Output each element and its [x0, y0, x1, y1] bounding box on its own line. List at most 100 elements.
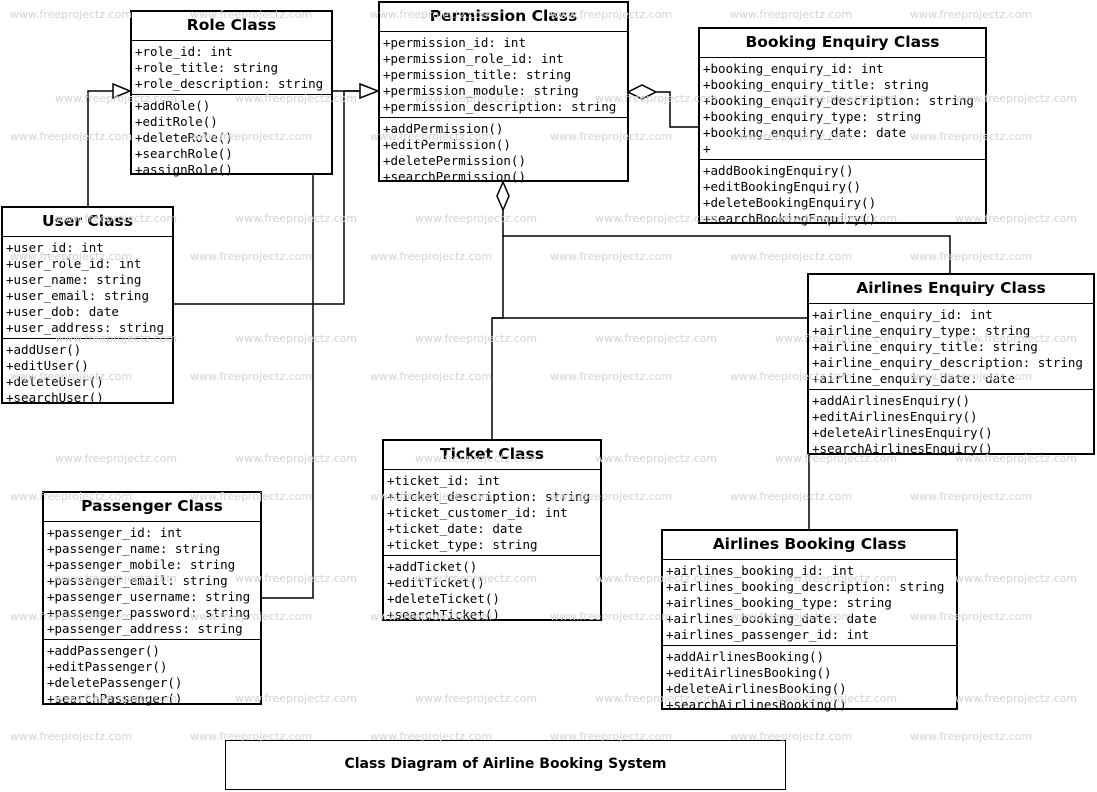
role-class-title: Role Class: [132, 12, 331, 41]
passenger-class[interactable]: Passenger Class +passenger_id: int+passe…: [42, 491, 262, 706]
class-attribute: +ticket_description: string: [387, 489, 591, 504]
class-method: +addAirlinesBooking(): [666, 649, 825, 664]
class-attribute: +passenger_address: string: [47, 621, 243, 636]
passenger-class-title: Passenger Class: [44, 493, 260, 522]
class-attribute: +passenger_name: string: [47, 541, 221, 556]
role-class[interactable]: Role Class +role_id: int+role_title: str…: [130, 10, 333, 177]
class-method: +searchUser(): [6, 390, 104, 405]
airlines-booking-class-attributes: +airlines_booking_id: int+airlines_booki…: [663, 560, 956, 645]
class-attribute: +user_email: string: [6, 288, 149, 303]
class-attribute: +permission_title: string: [383, 67, 572, 82]
class-attribute: +booking_enquiry_description: string: [703, 93, 974, 108]
class-method: +editTicket(): [387, 575, 485, 590]
role-class-methods: +addRole()+editRole()+deleteRole()+searc…: [132, 94, 331, 180]
airlines-booking-class[interactable]: Airlines Booking Class +airlines_booking…: [661, 529, 958, 712]
booking-enquiry-class[interactable]: Booking Enquiry Class +booking_enquiry_i…: [698, 27, 987, 226]
connector-booking-enquiry-permission: [656, 91, 698, 128]
user-class-methods: +addUser()+editUser()+deleteUser()+searc…: [3, 338, 172, 408]
class-method: +editUser(): [6, 358, 89, 373]
class-attribute: +user_dob: date: [6, 304, 119, 319]
class-method: +editAirlinesBooking(): [666, 665, 832, 680]
class-attribute: +user_role_id: int: [6, 256, 142, 271]
class-method: +deletePassenger(): [47, 675, 183, 690]
class-attribute: +booking_enquiry_title: string: [703, 77, 929, 92]
class-attribute: +ticket_id: int: [387, 473, 500, 488]
class-method: +searchRole(): [135, 146, 233, 161]
class-attribute: +user_name: string: [6, 272, 142, 287]
class-attribute: +booking_enquiry_id: int: [703, 61, 884, 76]
permission-class-methods: +addPermission()+editPermission()+delete…: [380, 117, 627, 187]
class-attribute: +booking_enquiry_date: date: [703, 125, 907, 140]
class-attribute: +passenger_mobile: string: [47, 557, 236, 572]
class-method: +assignRole(): [135, 162, 233, 177]
airlines-booking-class-methods: +addAirlinesBooking()+editAirlinesBookin…: [663, 645, 956, 715]
hollow-triangle-arrowhead: [359, 82, 381, 100]
booking-enquiry-class-title: Booking Enquiry Class: [700, 29, 985, 58]
class-method: +deleteRole(): [135, 130, 233, 145]
class-method: +editAirlinesEnquiry(): [812, 409, 978, 424]
class-attribute: +airlines_booking_date: date: [666, 611, 877, 626]
airlines-enquiry-class[interactable]: Airlines Enquiry Class +airline_enquiry_…: [807, 273, 1095, 456]
class-method: +editPassenger(): [47, 659, 168, 674]
class-attribute: +role_title: string: [135, 60, 278, 75]
booking-enquiry-class-methods: +addBookingEnquiry()+editBookingEnquiry(…: [700, 159, 985, 229]
class-attribute: +permission_module: string: [383, 83, 579, 98]
class-attribute: +permission_description: string: [383, 99, 617, 114]
class-method: +deleteAirlinesBooking(): [666, 681, 847, 696]
class-method: +editPermission(): [383, 137, 511, 152]
user-class-attributes: +user_id: int+user_role_id: int+user_nam…: [3, 237, 172, 338]
booking-enquiry-class-attributes: +booking_enquiry_id: int+booking_enquiry…: [700, 58, 985, 159]
connector-passenger-permission: [262, 90, 360, 599]
class-attribute: +user_id: int: [6, 240, 104, 255]
ticket-class-methods: +addTicket()+editTicket()+deleteTicket()…: [384, 555, 600, 625]
class-method: +searchTicket(): [387, 607, 500, 622]
passenger-class-methods: +addPassenger()+editPassenger()+deletePa…: [44, 639, 260, 709]
class-method: +searchPermission(): [383, 169, 526, 184]
class-attribute: +airlines_booking_type: string: [666, 595, 892, 610]
class-method: +editRole(): [135, 114, 218, 129]
class-attribute: +role_id: int: [135, 44, 233, 59]
class-method: +searchAirlinesBooking(): [666, 697, 847, 712]
ticket-class-title: Ticket Class: [384, 441, 600, 470]
class-attribute: +airlines_booking_id: int: [666, 563, 855, 578]
connector-airlines-enquiry-permission: [502, 210, 951, 274]
class-attribute: +role_description: string: [135, 76, 324, 91]
class-attribute: +airline_enquiry_description: string: [812, 355, 1083, 370]
permission-class[interactable]: Permission Class +permission_id: int+per…: [378, 1, 629, 184]
class-attribute: +permission_id: int: [383, 35, 526, 50]
diagram-caption: Class Diagram of Airline Booking System: [225, 740, 786, 790]
class-attribute: +booking_enquiry_type: string: [703, 109, 922, 124]
permission-class-title: Permission Class: [380, 3, 627, 32]
hollow-triangle-arrowhead: [112, 82, 132, 100]
user-class[interactable]: User Class +user_id: int+user_role_id: i…: [1, 206, 174, 405]
class-attribute: +airlines_passenger_id: int: [666, 627, 870, 642]
class-method: +addTicket(): [387, 559, 478, 574]
class-attribute: +permission_role_id: int: [383, 51, 564, 66]
class-attribute: +passenger_username: string: [47, 589, 251, 604]
connector-user-role: [87, 90, 113, 208]
class-method: +deleteTicket(): [387, 591, 500, 606]
class-method: +deleteUser(): [6, 374, 104, 389]
class-method: +searchBookingEnquiry(): [703, 211, 877, 226]
airlines-enquiry-class-methods: +addAirlinesEnquiry()+editAirlinesEnquir…: [809, 389, 1093, 459]
ticket-class[interactable]: Ticket Class +ticket_id: int+ticket_desc…: [382, 439, 602, 622]
airlines-enquiry-class-attributes: +airline_enquiry_id: int +airline_enquiry…: [809, 304, 1093, 389]
class-method: +addBookingEnquiry(): [703, 163, 854, 178]
class-attribute: +passenger_id: int: [47, 525, 183, 540]
airlines-enquiry-class-title: Airlines Enquiry Class: [809, 275, 1093, 304]
class-attribute: +airline_enquiry_date: date: [812, 371, 1016, 386]
class-method: +editBookingEnquiry(): [703, 179, 862, 194]
hollow-diamond: [626, 84, 658, 100]
class-method: +deleteBookingEnquiry(): [703, 195, 877, 210]
class-method: +deletePermission(): [383, 153, 526, 168]
airlines-booking-class-title: Airlines Booking Class: [663, 531, 956, 560]
class-attribute: +airlines_booking_description: string: [666, 579, 945, 594]
class-method: +addRole(): [135, 98, 211, 113]
class-attribute: +airline_enquiry_id: int: [812, 307, 993, 322]
class-attribute: +airline_enquiry_title: string: [812, 339, 1038, 354]
role-class-attributes: +role_id: int+role_title: string+role_de…: [132, 41, 331, 94]
passenger-class-attributes: +passenger_id: int+passenger_name: strin…: [44, 522, 260, 639]
class-attribute: +: [703, 141, 711, 156]
class-method: +addPassenger(): [47, 643, 160, 658]
class-method: +addUser(): [6, 342, 82, 357]
